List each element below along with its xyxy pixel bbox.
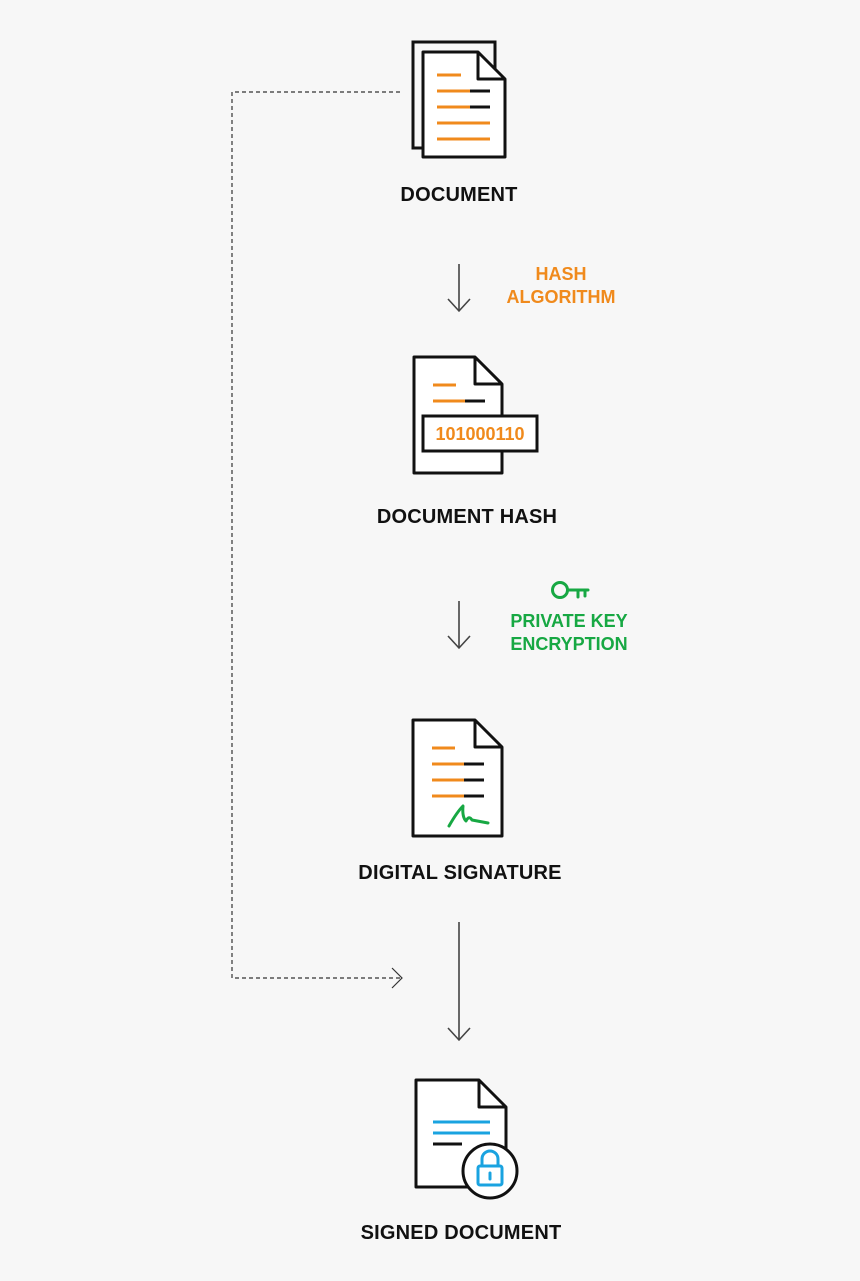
hash-document-icon: 101000110 (412, 355, 539, 475)
hash-algorithm-line2: ALGORITHM (506, 287, 616, 307)
flow-arrow-1 (447, 264, 471, 313)
private-key-line2: ENCRYPTION (510, 634, 628, 654)
lock-icon (476, 1149, 504, 1187)
hash-algorithm-note: HASH ALGORITHM (490, 263, 632, 309)
dashed-connector (231, 91, 403, 989)
private-key-note: PRIVATE KEY ENCRYPTION (494, 610, 644, 656)
hash-algorithm-line1: HASH (535, 264, 587, 284)
stacked-document-icon (411, 40, 507, 159)
flow-arrow-2 (447, 601, 471, 650)
signature-scribble-icon (447, 804, 490, 828)
digital-signature-label: DIGITAL SIGNATURE (358, 862, 562, 884)
private-key-line1: PRIVATE KEY (510, 611, 628, 631)
flow-arrow-3 (447, 922, 471, 1042)
locked-document-icon (414, 1078, 519, 1200)
hash-value: 101000110 (435, 424, 524, 444)
document-hash-label: DOCUMENT HASH (376, 506, 558, 528)
key-icon (551, 581, 590, 599)
document-label: DOCUMENT (400, 184, 518, 206)
signed-document-icon (411, 718, 504, 838)
hash-value-box (421, 414, 539, 453)
signed-document-label: SIGNED DOCUMENT (360, 1222, 562, 1244)
